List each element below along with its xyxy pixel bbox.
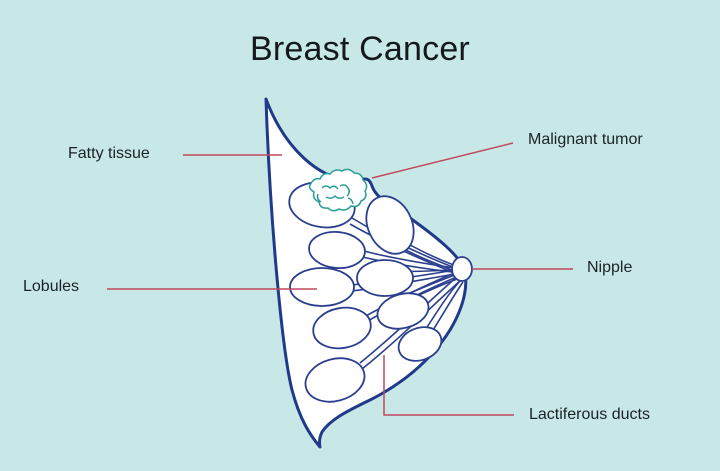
- label-lactiferous-ducts: Lactiferous ducts: [529, 406, 650, 423]
- label-malignant-tumor: Malignant tumor: [528, 131, 643, 148]
- label-nipple: Nipple: [587, 259, 633, 276]
- label-fatty-tissue: Fatty tissue: [68, 145, 150, 162]
- diagram-title: Breast Cancer: [250, 30, 470, 68]
- malignant-tumor-shape: [308, 168, 368, 212]
- leader-lines: [107, 142, 573, 416]
- label-lobules: Lobules: [23, 278, 80, 295]
- nipple-shape: [451, 256, 473, 282]
